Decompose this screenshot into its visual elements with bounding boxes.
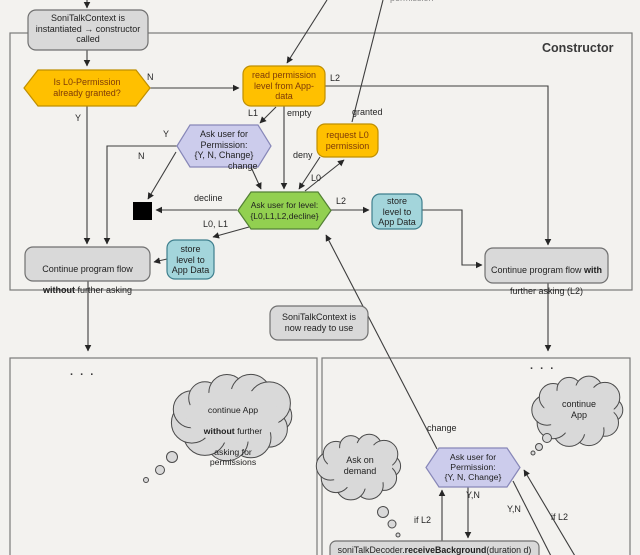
ask-permission-demand-label: Ask user for Permission: {Y, N, Change}	[444, 452, 502, 482]
edge-offscreen-readperm	[286, 0, 328, 64]
continue-without-rest: further asking	[74, 284, 133, 295]
cloud-ask-on-demand	[315, 433, 402, 501]
read-permission-label: read permission level from App- data	[251, 70, 317, 101]
edge-store-continuewith	[422, 209, 483, 269]
edge-store-continue	[153, 257, 168, 264]
request-l0-shape	[316, 123, 379, 158]
edge-l0l1-store	[212, 226, 250, 239]
left-panel-ellipsis: . . .	[70, 366, 96, 378]
edge-change2-asklevel	[325, 234, 438, 450]
edge-ifl2b-askperm	[523, 469, 576, 555]
edge-label-change1: change	[228, 161, 258, 171]
cloud-continue-app	[531, 375, 624, 447]
continue-with-label: Continue program flow with further askin…	[487, 254, 606, 296]
edges	[83, 0, 576, 555]
continue-without-label: Continue program flow without further as…	[25, 253, 150, 295]
edge-label-l2-top: L2	[330, 73, 341, 83]
start-node-shape	[27, 9, 149, 51]
edge-label-ifl2-2: if L2	[551, 512, 569, 522]
edge-l2-continuewith	[325, 85, 552, 246]
edge-label-l1: L1	[248, 108, 259, 118]
continue-without-shape	[24, 246, 151, 282]
read-permission-shape	[242, 65, 326, 107]
ready-node-shape	[269, 305, 369, 341]
edge-granted-offscreen	[351, 0, 384, 123]
edge-label-l0: L0	[311, 173, 322, 183]
continue-with-line2: further asking (L2)	[509, 285, 584, 296]
edge-label-granted: granted	[352, 107, 383, 117]
cloud-continue-without-label: continue App without further asking for …	[181, 394, 285, 468]
edge-label-deny: deny	[293, 150, 313, 160]
is-l0-label: Is L0-Permission already granted?	[53, 77, 121, 98]
edge-label-y1: Y	[75, 113, 82, 123]
start-node-label: SoniTalkContext is instantiated → constr…	[35, 13, 141, 44]
end-node	[133, 202, 152, 220]
cloud-without-line34: asking for permissions	[209, 446, 257, 468]
edge-label-l0l1: L0, L1	[203, 219, 229, 229]
decoder-pre: soniTalkDecoder.	[337, 545, 405, 555]
decoder-node-label: soniTalkDecoder.receiveBackground(durati…	[330, 545, 539, 555]
store-level-right-label: store level to App Data	[378, 196, 416, 227]
right-panel-ellipsis: . . .	[530, 360, 556, 372]
ask-permission-demand-hexagon	[425, 447, 521, 488]
constructor-frame	[9, 32, 633, 291]
request-l0-label: request L0 permission	[325, 130, 370, 151]
continue-with-shape	[484, 247, 609, 284]
edge-y2-continue	[103, 145, 177, 245]
edge-label-l2-mid: L2	[336, 196, 347, 206]
cloud-continue-app-label: continue App	[561, 399, 597, 420]
cloud-bubbles	[143, 433, 552, 538]
cloud-without-rest: further	[234, 425, 263, 436]
store-level-left-label: store level to App Data	[171, 244, 210, 275]
cloud-ask-on-demand-label: Ask on demand	[343, 455, 377, 476]
store-level-left-shape	[166, 239, 215, 280]
decoder-node-shape	[329, 540, 540, 555]
decoder-post: (duration d)	[486, 545, 532, 555]
ask-permission-hexagon	[176, 124, 272, 168]
top-cut-label: permission	[390, 0, 434, 3]
continue-with-bold: with	[584, 264, 603, 275]
edge-yn2-offscreen	[512, 480, 552, 555]
edge-label-decline: decline	[194, 193, 223, 203]
edge-l0-request	[304, 159, 345, 192]
edge-label-empty: empty	[287, 108, 312, 118]
edge-label-n1: N	[147, 72, 154, 82]
ask-level-label: Ask user for level: {L0,L1,L2,decline}	[250, 200, 319, 221]
ready-node-label: SoniTalkContext is now ready to use	[281, 312, 357, 333]
cloud-without-bold: without	[203, 425, 235, 436]
cloud-continue-without	[170, 373, 293, 462]
edge-change-asklevel	[250, 166, 262, 190]
edge-label-n2: N	[138, 151, 145, 161]
edge-deny-asklevel	[298, 156, 321, 190]
edge-label-yn1: Y,N	[466, 490, 480, 500]
edge-label-ifl2-1: if L2	[414, 515, 432, 525]
continue-without-bold: without	[42, 284, 75, 295]
cloud-without-line1: continue App	[207, 404, 259, 415]
edge-label-yn2: Y,N	[507, 504, 521, 514]
ask-level-hexagon	[237, 191, 332, 230]
ask-permission-label: Ask user for Permission: {Y, N, Change}	[194, 129, 254, 160]
continue-without-line1: Continue program flow	[42, 263, 133, 274]
decoder-bold: receiveBackground	[404, 545, 487, 555]
edge-n2-end	[147, 151, 177, 200]
store-level-right-shape	[371, 193, 423, 230]
is-l0-hexagon	[23, 69, 151, 107]
edge-label-change2: change	[427, 423, 457, 433]
constructor-title: Constructor	[542, 41, 614, 55]
edge-label-y2: Y	[163, 129, 170, 139]
edge-l1-askperm	[259, 106, 277, 124]
continue-with-pre: Continue program flow	[490, 264, 585, 275]
